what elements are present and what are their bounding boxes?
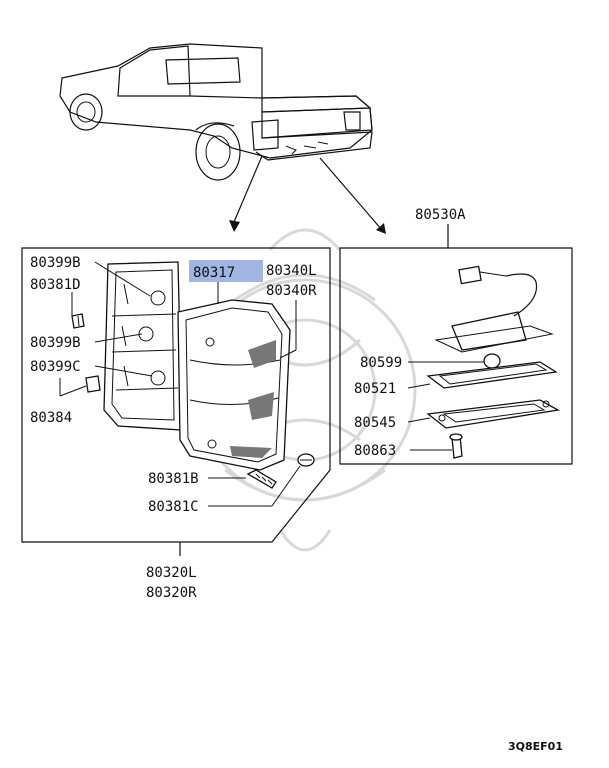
- label-80340l: 80340L: [266, 263, 317, 279]
- label-80317: 80317: [193, 265, 235, 281]
- label-80399b-mid: 80399B: [30, 335, 81, 351]
- screw-80381c: [297, 453, 315, 467]
- label-80545: 80545: [354, 415, 396, 431]
- leader-lines-right: [407, 361, 484, 451]
- lamp-lens: [177, 299, 291, 471]
- screw-80381b: [246, 469, 277, 489]
- pointer-arrows: [229, 155, 386, 234]
- nut-80384: [85, 375, 101, 393]
- label-80530a: 80530A: [415, 207, 466, 223]
- clip-80381d: [71, 313, 85, 329]
- figure-code: 3Q8EF01: [508, 740, 563, 753]
- lamp-housing: [103, 261, 183, 431]
- label-80599: 80599: [360, 355, 402, 371]
- bulb-80599: [483, 353, 501, 369]
- label-80863: 80863: [354, 443, 396, 459]
- label-80381c: 80381C: [148, 499, 199, 515]
- label-80521: 80521: [354, 381, 396, 397]
- label-80381d: 80381D: [30, 277, 81, 293]
- license-lamp-housing: [434, 265, 554, 353]
- label-80384: 80384: [30, 410, 72, 426]
- rear-lamp-assembly-box: [21, 247, 331, 556]
- highlight-80317: [189, 260, 263, 282]
- label-80320l: 80320L: [146, 565, 197, 581]
- base-80545: [426, 399, 560, 429]
- leader-lines-left: [59, 261, 301, 507]
- license-lamp-box: [339, 224, 573, 465]
- label-80340r: 80340R: [266, 283, 317, 299]
- label-80320r: 80320R: [146, 585, 197, 601]
- callout-labels: 80399B 80381D 80399B 80399C 80384 80317 …: [30, 207, 563, 753]
- label-80399b-top: 80399B: [30, 255, 81, 271]
- label-80381b: 80381B: [148, 471, 199, 487]
- lens-80521: [426, 361, 558, 389]
- screw-80863: [449, 433, 463, 459]
- label-80399c: 80399C: [30, 359, 81, 375]
- pickup-truck-illustration: [59, 43, 373, 181]
